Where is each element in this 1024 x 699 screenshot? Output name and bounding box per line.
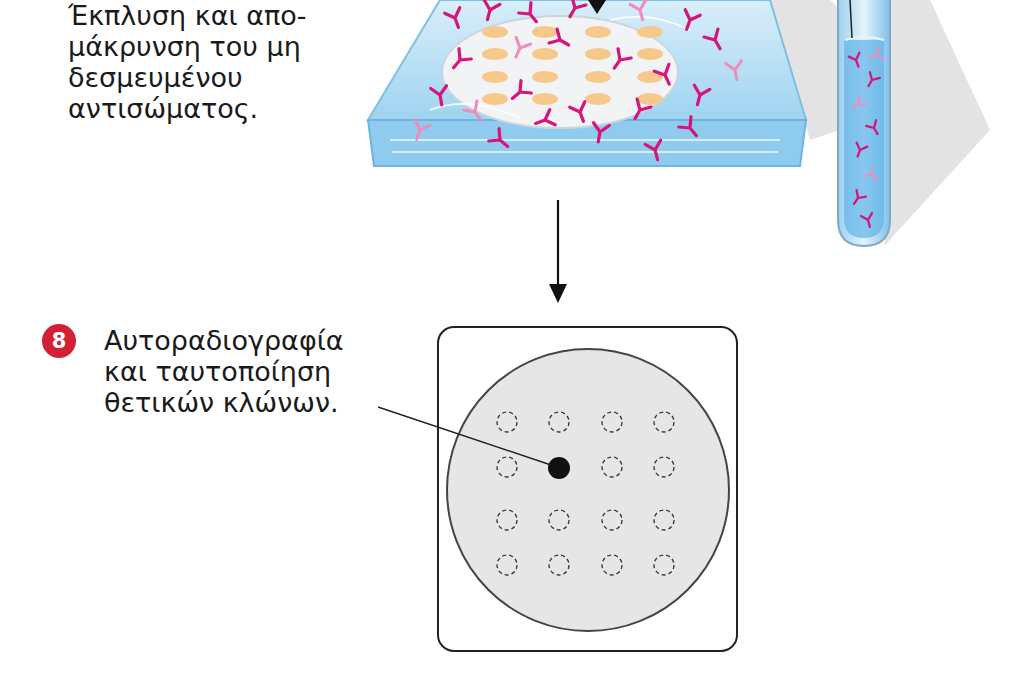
colony-spot [602,510,622,530]
antibody [849,53,864,69]
step-text: Έκπλυση και απο- μάκρυνση του μη δεσμευμ… [68,0,368,124]
colony [482,93,508,105]
colony-spot [497,457,517,477]
colony [532,26,558,38]
flow-arrow-head [549,284,567,303]
test-tube [838,0,890,246]
leader-line [378,407,551,465]
wash-tray [368,0,806,166]
antibody [679,117,703,141]
antibody [464,101,487,125]
colony [482,26,508,38]
colony-spot [497,412,517,432]
colony-spot [497,555,517,575]
colony-spot [654,412,674,432]
colony-spot [654,457,674,477]
antibody [563,0,586,21]
colony [637,93,663,105]
antibody [864,72,880,89]
colony-spot [549,510,569,530]
antibody [445,8,466,30]
positive-clone [548,457,570,479]
antibody [654,64,676,87]
antibody [409,120,430,142]
antibody [489,129,513,153]
antibody [849,190,866,207]
antibody [519,3,543,27]
antibody [570,102,591,124]
colony [585,93,611,105]
callout-number: 8 [42,324,76,358]
tube-shadow [880,0,990,245]
colony [585,26,611,38]
tube-antibodies [849,48,884,229]
colony-spot [549,412,569,432]
step-text: Αυτοραδιογραφία και ταυτοποίηση θετικών … [104,325,389,418]
antibody [866,120,882,137]
antibody [690,85,710,107]
colony [482,71,508,83]
membrane [442,16,678,128]
colony-spot [654,510,674,530]
antibodies [409,0,745,162]
colony-spots [497,412,674,575]
antibody [849,96,866,112]
colony [532,48,558,60]
antibody [628,99,651,123]
flow-arrow [557,200,559,288]
colony [482,48,508,60]
antibody [645,140,665,162]
antibody [864,167,881,184]
colony [637,26,663,38]
antibody [704,29,727,53]
colony-spot [654,555,674,575]
colony-spot [497,510,517,530]
arrow-head [588,0,606,14]
antibody [861,213,875,228]
colony [532,93,558,105]
autoradiograph-film [438,327,737,651]
colonies [482,26,663,105]
antibody [590,123,609,144]
antibody [726,61,745,82]
antibody [447,49,471,73]
antibody [509,37,531,60]
antibody [679,10,700,32]
antibody [608,49,631,73]
antibody [431,86,450,107]
antibody [630,0,650,22]
colony-spot [549,555,569,575]
antibody [480,0,500,22]
colony [532,71,558,83]
antibody [549,29,573,52]
antibody [533,110,555,131]
colony-spot [602,555,622,575]
antibody [507,81,531,105]
colony-spot [602,457,622,477]
colony [585,48,611,60]
callout-text: 8 [52,329,67,353]
antibody [867,48,883,63]
colony [637,48,663,60]
colony [585,71,611,83]
antibody [852,143,867,159]
colony-spot [602,412,622,432]
